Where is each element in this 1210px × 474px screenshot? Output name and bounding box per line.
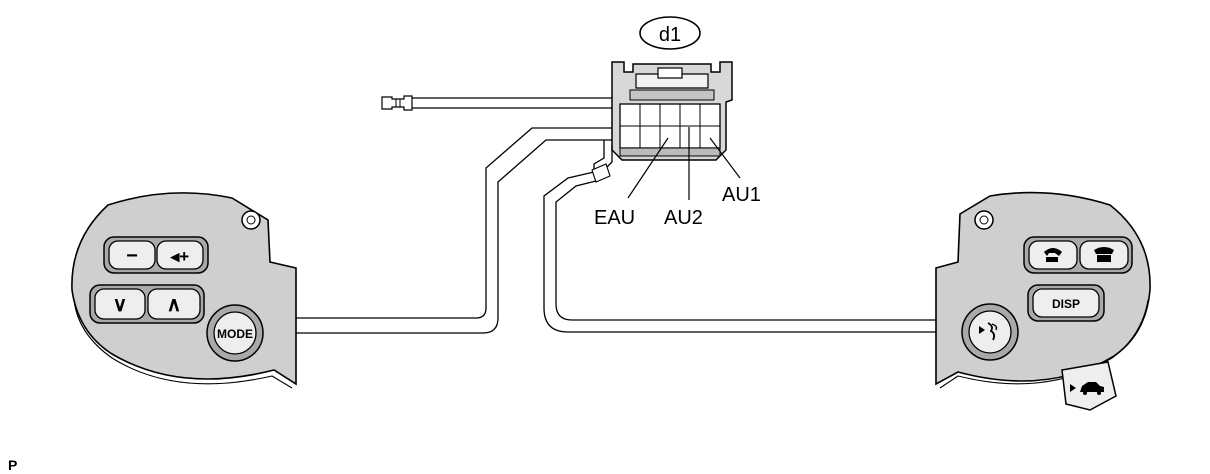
connector-d1: d1: [611, 16, 733, 161]
left-steering-switch: − ◂+ ∨ ∧ MODE: [71, 192, 297, 389]
volume-down-label: −: [126, 245, 138, 267]
disp-button[interactable]: [1032, 288, 1100, 318]
volume-up-label: ◂+: [170, 247, 190, 266]
mode-button[interactable]: [213, 311, 257, 355]
disp-label: DISP: [1052, 297, 1080, 311]
voice-talk-icon: [979, 322, 998, 341]
seek-down-label: ∨: [113, 294, 128, 316]
left-mounting-hole: [241, 210, 261, 230]
terminal-label-au2: AU2: [664, 207, 703, 229]
seek-down-button[interactable]: [94, 288, 146, 320]
wire-harness: [294, 95, 938, 334]
off-hook-button[interactable]: [1028, 240, 1078, 270]
right-steering-switch: DISP: [935, 191, 1151, 411]
left-switch-wire: [294, 127, 612, 334]
terminal-callouts: EAU AU2 AU1: [594, 127, 761, 229]
seek-up-button[interactable]: [147, 288, 201, 320]
connector-latch: [635, 73, 709, 89]
talk-button[interactable]: [968, 310, 1012, 354]
terminal-label-au1: AU1: [722, 184, 761, 206]
ground-wire: [412, 97, 612, 109]
connector-latch-tab: [657, 67, 683, 79]
mode-label: MODE: [217, 327, 253, 341]
connector-id-label: d1: [659, 24, 681, 46]
car-talk-icon: [1070, 382, 1104, 395]
on-hook-icon: [1094, 247, 1114, 262]
volume-down-button[interactable]: [108, 240, 156, 270]
ground-terminal-icon: [381, 95, 413, 111]
footer-mark: P: [8, 457, 17, 473]
connector-id-oval: [639, 16, 701, 50]
seek-up-label: ∧: [167, 294, 182, 316]
volume-up-button[interactable]: [156, 240, 204, 270]
terminal-label-eau: EAU: [594, 207, 635, 229]
right-mounting-hole: [974, 210, 994, 230]
off-hook-icon: [1044, 248, 1062, 262]
